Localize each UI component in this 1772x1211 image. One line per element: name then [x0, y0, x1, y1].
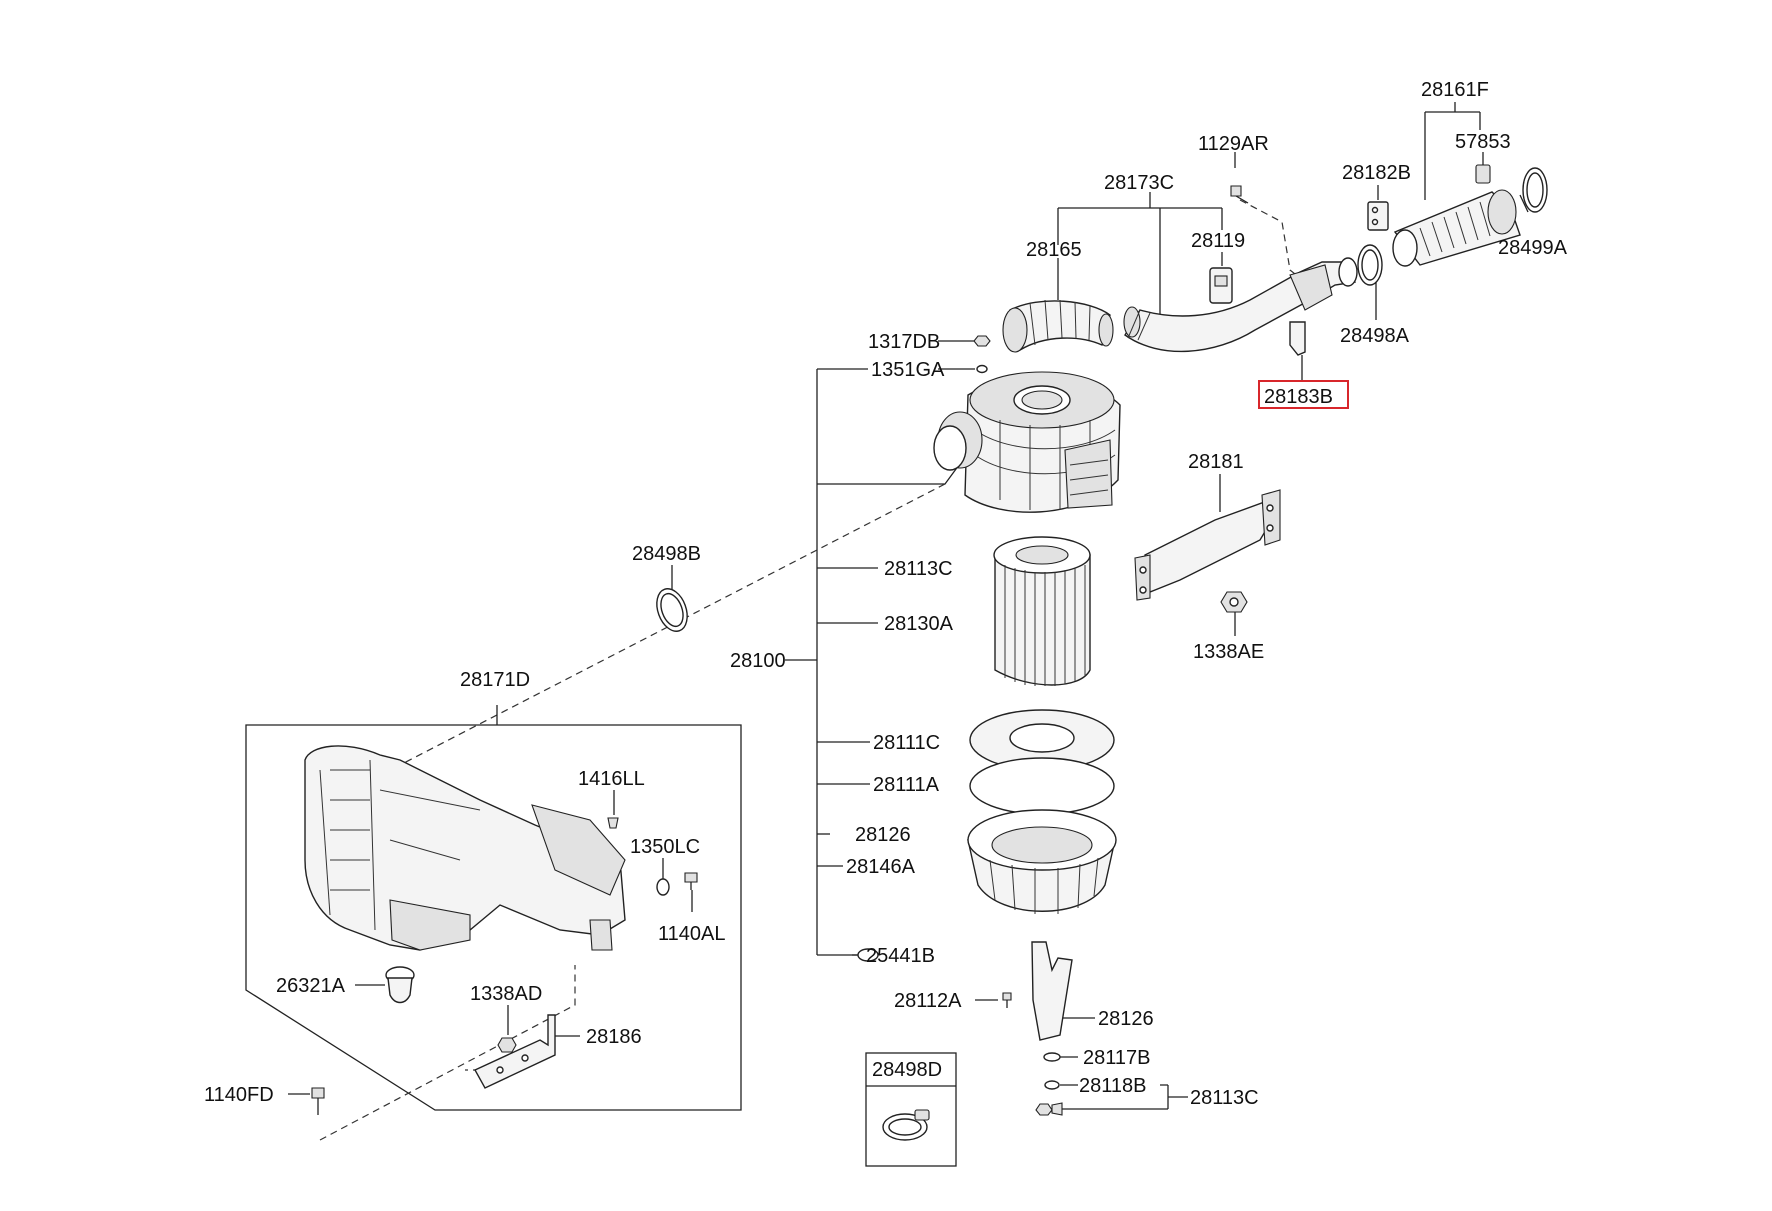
- washer-28118B: [1044, 1080, 1060, 1090]
- label-28126-lower[interactable]: 28126: [1098, 1008, 1154, 1030]
- label-28119[interactable]: 28119: [1191, 230, 1245, 252]
- label-28126-upper[interactable]: 28126: [855, 824, 911, 846]
- label-28173C[interactable]: 28173C: [1104, 172, 1174, 194]
- label-28498D[interactable]: 28498D: [872, 1059, 942, 1081]
- label-1129AR[interactable]: 1129AR: [1198, 133, 1269, 155]
- label-28130A[interactable]: 28130A: [884, 613, 954, 635]
- label-28498A[interactable]: 28498A: [1340, 325, 1410, 347]
- filter-element-28130A: [993, 536, 1091, 686]
- wing-nut-28113C: [1035, 1102, 1063, 1116]
- ring-28498A: [1357, 244, 1383, 286]
- label-28499A[interactable]: 28499A: [1498, 237, 1568, 259]
- air-duct-28173C: [1123, 257, 1358, 353]
- air-cleaner-lower-housing: [967, 809, 1117, 914]
- clamp-box-28498D: [865, 1052, 957, 1167]
- label-28117B[interactable]: 28117B: [1083, 1047, 1150, 1069]
- bracket-28183B: [1289, 321, 1306, 356]
- label-28171D[interactable]: 28171D: [460, 669, 530, 691]
- label-28113C-upper[interactable]: 28113C: [884, 558, 953, 580]
- label-26321A[interactable]: 26321A: [276, 975, 346, 997]
- screw-28112A: [1002, 992, 1012, 1008]
- clip-1416LL: [607, 817, 619, 829]
- bracket-28186: [474, 1014, 556, 1089]
- label-28113C-lower[interactable]: 28113C: [1190, 1087, 1259, 1109]
- label-28111C[interactable]: 28111C: [873, 732, 940, 754]
- nut-1317DB: [973, 335, 991, 347]
- label-1317DB[interactable]: 1317DB: [868, 331, 940, 353]
- nut-1338AE: [1220, 591, 1248, 613]
- bellows-28165: [1002, 299, 1114, 353]
- cap-26321A: [385, 966, 415, 1004]
- label-1338AD[interactable]: 1338AD: [470, 983, 542, 1005]
- label-28161F[interactable]: 28161F: [1421, 79, 1489, 101]
- nut-1338AD: [497, 1037, 517, 1053]
- washer-1351GA: [976, 364, 988, 374]
- drain-valve-28126: [1031, 941, 1073, 1041]
- label-28183B[interactable]: 28183B: [1264, 386, 1333, 408]
- clip-28119: [1209, 267, 1233, 304]
- label-28182B[interactable]: 28182B: [1342, 162, 1411, 184]
- label-28498B[interactable]: 28498B: [632, 543, 701, 565]
- intake-duct-28171D: [304, 745, 626, 951]
- label-1350LC[interactable]: 1350LC: [630, 836, 700, 858]
- ring-28498B: [656, 588, 688, 632]
- bracket-28181: [1134, 489, 1281, 601]
- highlight-box-28183B: [1258, 380, 1349, 409]
- label-28100[interactable]: 28100: [730, 650, 786, 672]
- label-28165[interactable]: 28165: [1026, 239, 1082, 261]
- label-28146A[interactable]: 28146A: [846, 856, 916, 878]
- label-57853[interactable]: 57853: [1455, 131, 1511, 153]
- label-1140AL[interactable]: 1140AL: [658, 923, 725, 945]
- ring-28111A: [969, 757, 1115, 815]
- label-1351GA[interactable]: 1351GA: [871, 359, 945, 381]
- part-labels: 28161F 57853 1129AR 28182B 28173C 28499A…: [204, 79, 1568, 1109]
- label-28111A[interactable]: 28111A: [873, 774, 940, 796]
- label-28186[interactable]: 28186: [586, 1026, 642, 1048]
- intake-hose-28161F: [1392, 164, 1548, 267]
- grommet-1350LC: [656, 878, 670, 896]
- bolt-1140FD: [311, 1087, 325, 1115]
- bracket-28182B: [1367, 201, 1389, 231]
- clamp-25441B: [852, 948, 879, 962]
- washer-28117B: [1043, 1052, 1061, 1062]
- bolt-1129AR: [1230, 185, 1249, 204]
- label-1140FD[interactable]: 1140FD: [204, 1084, 274, 1106]
- bolt-1140AL: [684, 872, 698, 890]
- label-1416LL[interactable]: 1416LL: [578, 768, 645, 790]
- gasket-28111C: [969, 709, 1115, 771]
- label-25441B[interactable]: 25441B: [866, 945, 935, 967]
- label-28181[interactable]: 28181: [1188, 451, 1244, 473]
- label-28118B[interactable]: 28118B: [1079, 1075, 1146, 1097]
- label-28112A[interactable]: 28112A: [894, 990, 962, 1012]
- label-1338AE[interactable]: 1338AE: [1193, 641, 1264, 663]
- air-cleaner-upper-housing: [933, 371, 1121, 513]
